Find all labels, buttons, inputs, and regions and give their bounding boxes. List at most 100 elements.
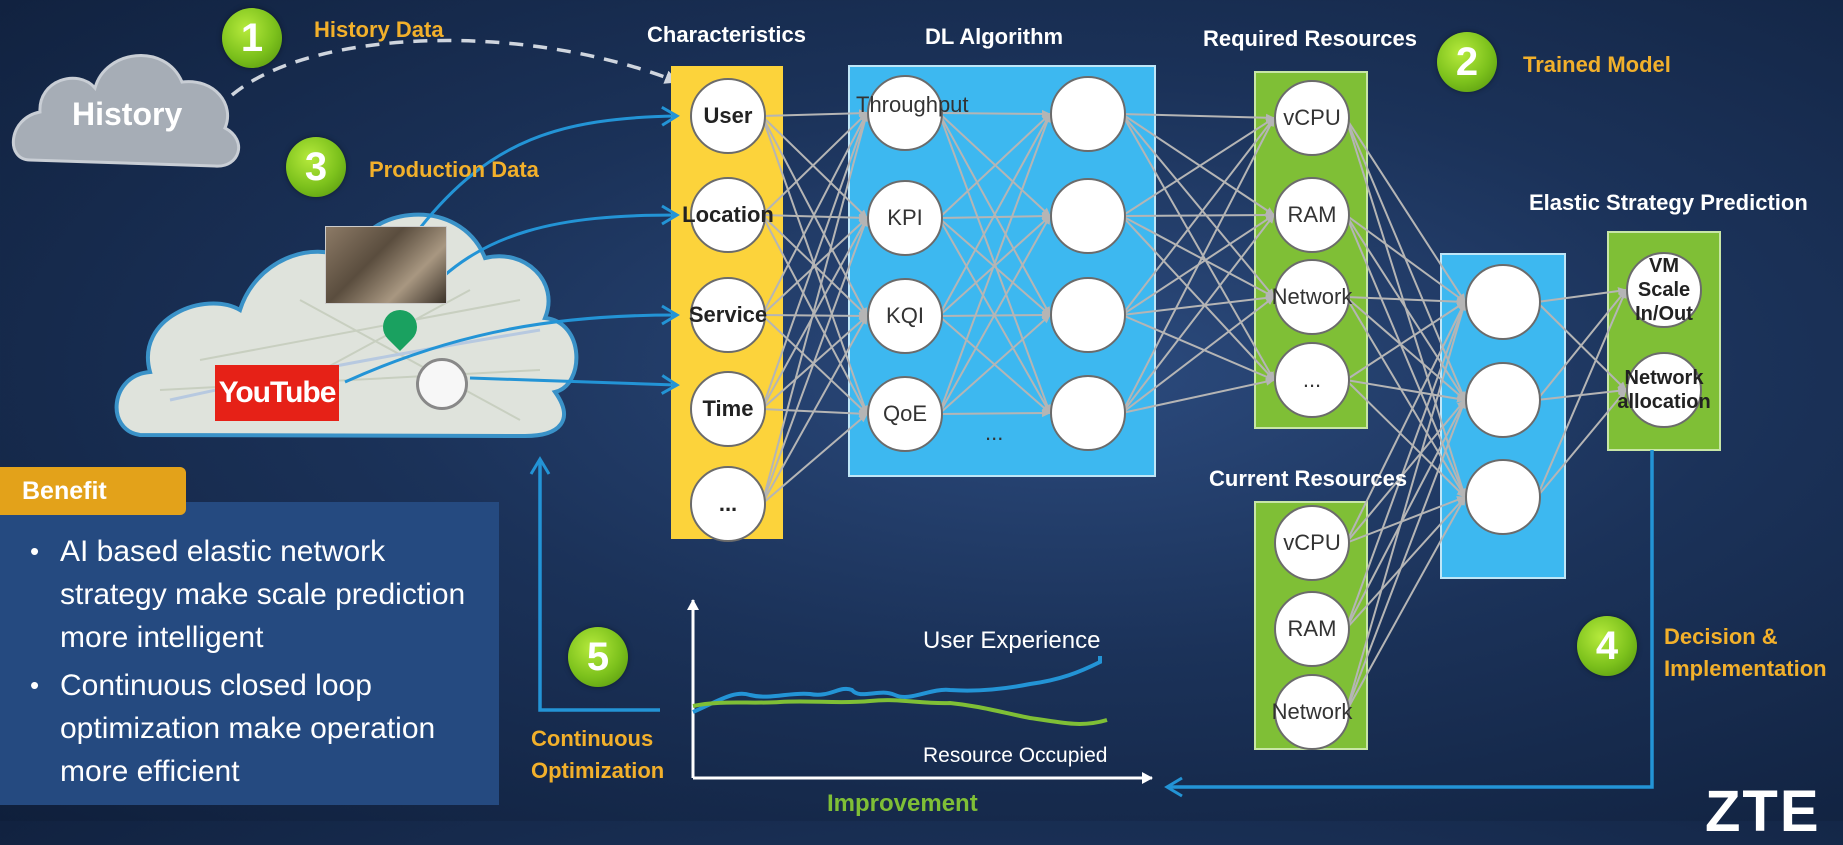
prediction-hidden-node	[1465, 362, 1541, 438]
connection-line	[761, 109, 868, 118]
connection-line	[1536, 289, 1627, 498]
decision-label-line2: Implementation	[1664, 656, 1827, 681]
required-resource-node: ...	[1274, 342, 1350, 418]
user-experience-label: User Experience	[923, 627, 1101, 654]
connection-line	[1345, 214, 1466, 303]
current-resource-node: vCPU	[1274, 505, 1350, 581]
connection-line	[1345, 399, 1466, 544]
step-badge-5: 5	[568, 627, 628, 687]
connection-line	[1536, 389, 1627, 498]
connection-line	[1121, 214, 1275, 414]
connection-line	[761, 112, 868, 216]
connection-line	[761, 112, 869, 410]
resource-occupied-label: Resource Occupied	[923, 744, 1108, 767]
connection-line	[1121, 117, 1275, 414]
connection-line	[761, 217, 868, 410]
connection-line	[1345, 301, 1466, 544]
resource-occupied-curve	[692, 698, 1108, 726]
history-data-label: History Data	[314, 17, 444, 42]
connection-line	[1345, 301, 1467, 630]
characteristic-node: Service	[689, 277, 767, 353]
connection-line	[761, 112, 869, 505]
connection-line	[1121, 377, 1275, 414]
decision-label-line1: Decision &	[1664, 624, 1778, 649]
history-data-arrow	[230, 38, 679, 97]
connection-line	[1345, 301, 1467, 713]
dl-input-node	[867, 75, 943, 151]
current-resources-title: Current Resources	[1209, 466, 1408, 491]
step-badge-2: 2	[1437, 32, 1497, 92]
connection-line	[1121, 113, 1275, 298]
connection-line	[1121, 117, 1275, 217]
connection-line	[1121, 215, 1275, 298]
benefit-item: AI based elastic network strategy make s…	[30, 530, 479, 659]
continuous-label-line1: Continuous	[531, 726, 654, 751]
zte-logo: ZTE	[1705, 779, 1821, 844]
connection-line	[938, 113, 1051, 317]
connection-line	[938, 112, 1051, 217]
network-connections	[761, 109, 1627, 713]
required-resource-node: RAM	[1274, 177, 1350, 253]
connection-line	[1121, 314, 1275, 381]
connection-line	[1345, 496, 1466, 544]
connection-line	[761, 213, 868, 222]
continuous-label-line2: Optimization	[531, 758, 665, 783]
trained-model-label: Trained Model	[1523, 52, 1671, 77]
dl-output-node	[1050, 277, 1126, 353]
strategy-node: VM Scale In/Out	[1626, 252, 1702, 328]
dl-algorithm-title: DL Algorithm	[925, 24, 1064, 49]
connection-line	[1121, 117, 1275, 316]
characteristic-node: Time	[690, 371, 766, 447]
history-cloud-label: History	[72, 96, 183, 132]
current-resource-node: RAM	[1274, 591, 1350, 667]
connection-line	[938, 113, 1051, 219]
required-resource-node: Network	[1272, 259, 1352, 335]
connection-line	[1345, 496, 1466, 630]
dl-input-node: KPI	[867, 180, 943, 256]
benefit-item: Continuous closed loop optimization make…	[30, 664, 479, 793]
dl-output-node	[1050, 76, 1126, 152]
connection-line	[938, 109, 1051, 118]
prediction-hidden-node	[1465, 264, 1541, 340]
connection-line	[938, 314, 1051, 415]
connection-line	[1345, 117, 1466, 303]
connection-line	[1345, 296, 1466, 401]
connection-line	[761, 413, 868, 505]
connection-line	[938, 215, 1051, 415]
required-resources-title: Required Resources	[1203, 26, 1417, 51]
characteristic-node: User	[690, 78, 766, 154]
connection-line	[761, 115, 868, 219]
connection-line	[1345, 379, 1466, 498]
connection-line	[1345, 379, 1466, 403]
connection-line	[1121, 215, 1275, 381]
connection-line	[1121, 113, 1275, 381]
characteristic-node: Location	[682, 177, 774, 253]
improvement-label: Improvement	[827, 790, 978, 817]
feedback-loop	[529, 450, 1654, 798]
connection-line	[1345, 296, 1466, 498]
strategy-node: Network allocation	[1617, 352, 1711, 428]
current-resource-node: Network	[1272, 674, 1352, 750]
connection-line	[1121, 293, 1275, 316]
connection-line	[1345, 296, 1466, 306]
connection-line	[1345, 496, 1466, 713]
throughput-label: Throughput	[856, 92, 969, 117]
connection-line	[761, 315, 868, 505]
connection-line	[938, 409, 1051, 418]
connection-line	[761, 112, 868, 316]
connection-line	[1345, 301, 1466, 381]
connection-line	[1536, 287, 1627, 303]
crowd-photo	[325, 226, 447, 304]
user-experience-curve	[692, 656, 1102, 714]
characteristic-node: ...	[690, 466, 766, 542]
dl-ellipsis: ...	[985, 420, 1004, 445]
connection-line	[761, 217, 868, 505]
youtube-logo: YouTube	[215, 365, 339, 421]
elastic-strategy-title: Elastic Strategy Prediction	[1529, 190, 1808, 215]
dl-output-node	[1050, 375, 1126, 451]
dl-input-node: QoE	[867, 376, 943, 452]
connection-line	[1345, 399, 1466, 630]
connection-line	[1121, 113, 1275, 216]
dl-output-node	[1050, 178, 1126, 254]
benefit-panel: AI based elastic network strategy make s…	[0, 502, 499, 805]
